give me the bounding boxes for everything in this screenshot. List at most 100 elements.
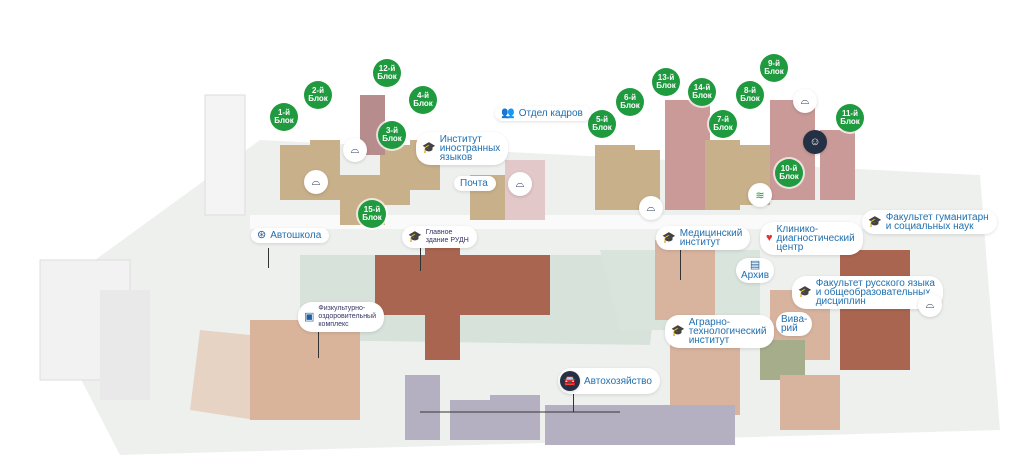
block-word: Блок xyxy=(413,99,433,108)
steering-wheel-icon: ⊛ xyxy=(257,229,267,241)
canteen-icon[interactable]: ⌓ xyxy=(343,138,367,162)
med-building xyxy=(655,240,715,320)
graduation-cap-icon: 🎓 xyxy=(798,286,812,298)
block-number: 15-й xyxy=(363,205,381,214)
sport-field xyxy=(190,330,255,420)
label-post-office[interactable]: Почта xyxy=(454,176,496,191)
annex-building xyxy=(780,375,840,430)
label-agro-institute[interactable]: 🎓Аграрно- технологический институт xyxy=(665,315,775,348)
canteen-icon[interactable]: ⌓ xyxy=(304,170,328,194)
label-foreign-languages[interactable]: 🎓Институт иностранных языков xyxy=(416,132,509,165)
label-medical-institute[interactable]: 🎓Медицинский институт xyxy=(656,226,751,250)
block-word: Блок xyxy=(656,81,676,90)
agro-building xyxy=(670,335,740,415)
canteen-icon[interactable]: ⌓ xyxy=(918,293,942,317)
block-word: Блок xyxy=(779,172,799,181)
block-number: 3-й xyxy=(385,126,399,135)
car-icon: 🚘 xyxy=(560,371,580,391)
leader-line xyxy=(420,246,421,271)
label-sport-complex[interactable]: ▣Физкультурно- оздоровительный комплекс xyxy=(298,302,384,332)
block-word: Блок xyxy=(362,213,382,222)
label-humanities-faculty[interactable]: 🎓Факультет гуманитарн и социальных наук xyxy=(862,210,997,234)
sberbank-icon[interactable]: ≋ xyxy=(748,183,772,207)
label-text: Отдел кадров xyxy=(518,108,583,119)
label-clinic-center[interactable]: ♥Клинико- диагностический центр xyxy=(760,222,863,255)
leader-line xyxy=(318,328,319,358)
label-text: Факультет гуманитарн и социальных наук xyxy=(885,212,989,232)
block-number: 12-й xyxy=(378,64,396,73)
label-hr-department[interactable]: 👥Отдел кадров xyxy=(495,106,591,121)
block-number: 11-й xyxy=(841,109,859,118)
label-archive[interactable]: ▤Архив xyxy=(736,258,775,283)
label-text: Аграрно- технологический институт xyxy=(688,317,767,346)
dorm-buildings-right xyxy=(595,100,855,210)
graduation-cap-icon: 🎓 xyxy=(662,231,676,244)
block-number: 2-й xyxy=(311,86,325,95)
block-word: Блок xyxy=(764,67,784,76)
canteen-icon[interactable]: ⌓ xyxy=(508,172,532,196)
label-text: Главное здание РУДН xyxy=(425,229,469,244)
label-text: Клинико- диагностический центр xyxy=(776,224,855,253)
block-number: 10-й xyxy=(780,164,798,173)
sport-complex xyxy=(250,320,360,420)
label-text: Автохозяйство xyxy=(584,375,652,387)
block-number: 4-й xyxy=(416,91,430,100)
leader-line xyxy=(680,250,681,280)
block-number: 8-й xyxy=(743,86,757,95)
canteen-icon[interactable]: ⌓ xyxy=(793,89,817,113)
humanities-building xyxy=(840,250,910,370)
block-number: 1-й xyxy=(277,108,291,117)
block-number: 5-й xyxy=(595,115,609,124)
label-text: Физкультурно- оздоровительный комплекс xyxy=(318,305,376,328)
block-number: 6-й xyxy=(623,93,637,102)
block-word: Блок xyxy=(692,91,712,100)
graduation-cap-icon: 🎓 xyxy=(422,142,436,154)
block-word: Блок xyxy=(713,123,733,132)
label-text: Почта xyxy=(460,178,488,189)
label-driving-school[interactable]: ⊛Автошкола xyxy=(251,228,330,243)
block-word: Блок xyxy=(382,134,402,143)
main-building xyxy=(375,240,550,360)
label-text: Институт иностранных языков xyxy=(439,134,501,163)
block-word: Блок xyxy=(740,94,760,103)
label-russian-faculty[interactable]: 🎓Факультет русского языка и общеобразова… xyxy=(792,276,943,309)
label-text: Вива- рий xyxy=(781,314,808,334)
graduation-cap-icon: 🎓 xyxy=(671,325,685,337)
label-text: Медицинский институт xyxy=(679,228,743,248)
archive-icon: ▤ xyxy=(749,259,761,271)
label-text: Автошкола xyxy=(270,230,322,241)
label-vivarium[interactable]: Вива- рий xyxy=(776,312,813,336)
heart-icon: ♥ xyxy=(766,232,773,244)
label-garage[interactable]: 🚘 Автохозяйство xyxy=(558,368,660,394)
label-main-building[interactable]: 🎓Главное здание РУДН xyxy=(402,226,477,248)
garage-buildings xyxy=(405,375,735,445)
canteen-icon[interactable]: ⌓ xyxy=(639,196,663,220)
gym-icon: ▣ xyxy=(304,311,315,323)
vivarium-building xyxy=(760,340,805,380)
block-word: Блок xyxy=(308,94,328,103)
block-number: 9-й xyxy=(767,59,781,68)
leader-line xyxy=(573,392,574,412)
block-number: 13-й xyxy=(657,73,675,82)
label-text: Факультет русского языка и общеобразоват… xyxy=(815,278,935,307)
graduation-cap-icon: 🎓 xyxy=(408,231,422,243)
block-word: Блок xyxy=(377,72,397,81)
block-word: Блок xyxy=(620,101,640,110)
theater-masks-icon[interactable]: ☺ xyxy=(803,130,827,154)
